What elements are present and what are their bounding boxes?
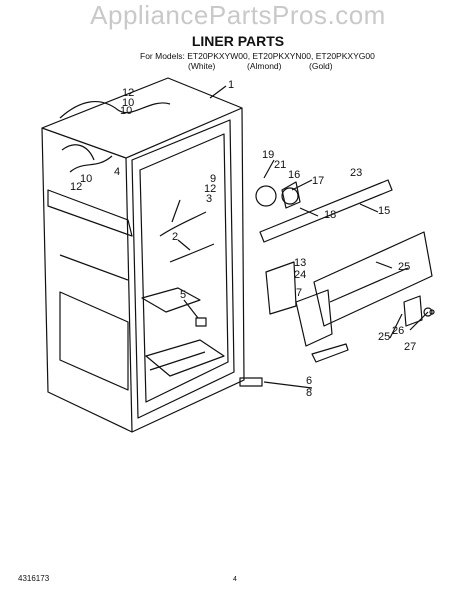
variant-white: (White) — [188, 61, 216, 71]
part-8-strip — [239, 377, 263, 387]
part-23-evaporator-cover — [259, 179, 393, 243]
callout-9: 9 — [210, 173, 216, 185]
document-number: 4316173 — [18, 574, 50, 583]
watermark: AppliancePartsPros.com — [90, 0, 386, 30]
part-7-shield — [295, 289, 333, 347]
liner-front-opening — [125, 157, 133, 433]
models-line: For Models: ET20PKXYW00, ET20PKXYN00, ET… — [140, 51, 375, 61]
callout-21: 21 — [274, 159, 286, 171]
part-2-harness — [169, 243, 215, 263]
callout-8: 8 — [306, 387, 312, 399]
callout-19: 19 — [262, 149, 274, 161]
callout-12-top: 12 — [122, 87, 134, 99]
callout-7: 7 — [296, 287, 302, 299]
part-13-cover — [265, 261, 297, 315]
callout-10-left: 10 — [80, 173, 92, 185]
part-6-trim — [311, 343, 349, 363]
callout-12-mid: 12 — [204, 183, 216, 195]
callout-26: 26 — [392, 325, 404, 337]
freezer-divider — [47, 189, 133, 237]
variant-almond: (Almond) — [247, 61, 282, 71]
callout-17: 17 — [312, 175, 324, 187]
liner-outer-shell — [41, 77, 245, 433]
callout-24: 24 — [294, 269, 306, 281]
callout-12-left: 12 — [70, 181, 82, 193]
callout-16: 16 — [288, 169, 300, 181]
callout-25-low: 25 — [378, 331, 390, 343]
callout-6: 6 — [306, 375, 312, 387]
part-16-fan-motor — [255, 185, 277, 207]
part-26-bracket — [403, 295, 423, 327]
diagram-title: LINER PARTS — [191, 33, 285, 49]
callout-5: 5 — [180, 289, 186, 301]
callout-13: 13 — [294, 257, 306, 269]
variant-gold: (Gold) — [309, 61, 333, 71]
callout-3: 3 — [206, 193, 212, 205]
callout-15: 15 — [378, 205, 390, 217]
part-24-air-duct — [313, 231, 433, 327]
callout-18: 18 — [324, 209, 336, 221]
callout-23: 23 — [350, 167, 362, 179]
callout-25-mid: 25 — [398, 261, 410, 273]
callout-10-top: 10 — [122, 97, 134, 109]
callout-10-upper: 10 — [120, 105, 132, 117]
part-3-harness — [159, 211, 207, 237]
part-5-bracket — [195, 317, 207, 327]
callout-2: 2 — [172, 231, 178, 243]
page-number: 4 — [233, 576, 237, 583]
callout-1: 1 — [228, 79, 234, 91]
callout-27: 27 — [404, 341, 416, 353]
liner-inner-frame — [131, 119, 235, 419]
callout-4: 4 — [114, 166, 120, 178]
